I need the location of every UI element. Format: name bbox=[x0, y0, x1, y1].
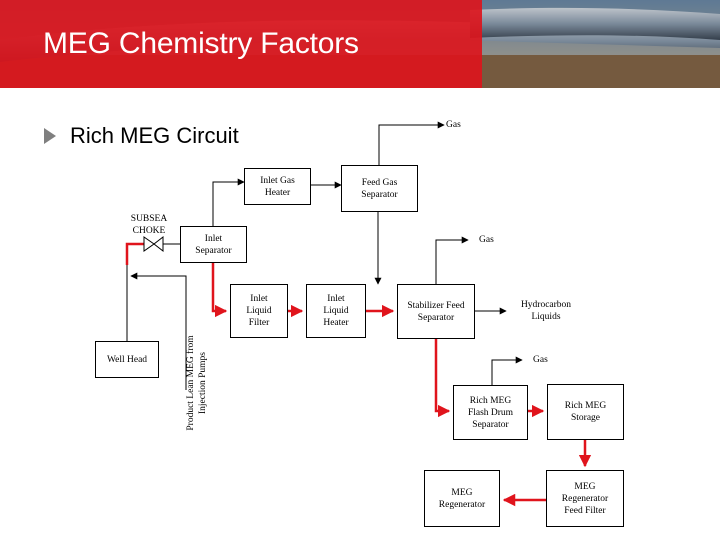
bullet-arrow-icon bbox=[44, 128, 56, 144]
meg-regenerator-box: MEG Regenerator bbox=[424, 470, 500, 527]
inlet-liquid-heater-box: Inlet Liquid Heater bbox=[306, 284, 366, 338]
pipeline-banner-image bbox=[0, 0, 720, 88]
title-banner: MEG Chemistry Factors bbox=[0, 0, 720, 88]
gas-outlet-line-stabilizer bbox=[435, 236, 469, 284]
feed-gas-separator-box: Feed Gas Separator bbox=[341, 165, 418, 212]
subsea-choke-valve-icon bbox=[143, 235, 164, 253]
rich-meg-line-stabilizer-to-flash bbox=[434, 339, 451, 418]
gas-outlet-line-flash bbox=[491, 356, 523, 385]
gas-label-top: Gas bbox=[446, 120, 461, 130]
rich-meg-line-wellhead-to-choke bbox=[125, 242, 144, 265]
hydrocarbon-liquids-label: Hydrocarbon Liquids bbox=[520, 300, 572, 322]
lean-meg-injection-line bbox=[130, 272, 187, 390]
bullet-item: Rich MEG Circuit bbox=[44, 121, 239, 151]
inlet-gas-heater-box: Inlet Gas Heater bbox=[244, 168, 311, 205]
inlet-separator-box: Inlet Separator bbox=[180, 226, 247, 263]
separator-to-gas-heater-line bbox=[212, 178, 245, 226]
gas-label-flash: Gas bbox=[533, 355, 548, 365]
meg-regenerator-feed-filter-box: MEG Regenerator Feed Filter bbox=[546, 470, 624, 527]
slide-title: MEG Chemistry Factors bbox=[43, 27, 359, 60]
rich-meg-flash-drum-separator-box: Rich MEG Flash Drum Separator bbox=[453, 385, 528, 440]
subsea-choke-label: SUBSEA CHOKE bbox=[130, 214, 168, 236]
well-head-box: Well Head bbox=[95, 341, 159, 378]
stabilizer-feed-separator-box: Stabilizer Feed Separator bbox=[397, 284, 475, 339]
rich-meg-storage-box: Rich MEG Storage bbox=[547, 384, 624, 440]
rich-meg-line-separator-to-filter bbox=[211, 263, 228, 318]
bullet-text: Rich MEG Circuit bbox=[70, 123, 239, 148]
inlet-liquid-filter-box: Inlet Liquid Filter bbox=[230, 284, 288, 338]
product-lean-meg-label: Product Lean MEG from Injection Pumps bbox=[186, 335, 208, 431]
gas-outlet-line-top bbox=[378, 121, 445, 165]
gas-label-stabilizer: Gas bbox=[479, 235, 494, 245]
